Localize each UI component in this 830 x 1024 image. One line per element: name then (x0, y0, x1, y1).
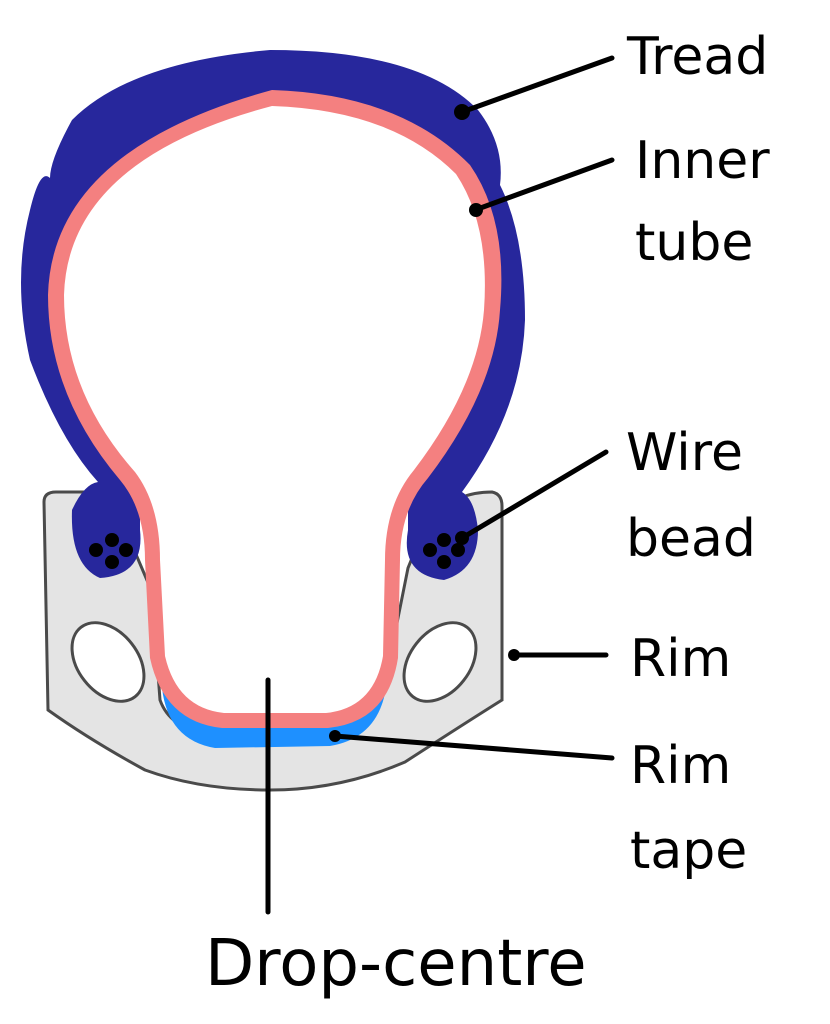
leader-lines (265, 55, 615, 915)
leader-dot-rim-tape (329, 730, 341, 742)
label-rim-tape-line1: Rim (630, 736, 731, 796)
rim-hole-right (402, 621, 478, 703)
leader-dot-tread (454, 104, 470, 120)
label-inner-tube-line2: tube (635, 213, 753, 273)
leader-dot-rim (508, 649, 520, 661)
label-drop-centre: Drop-centre (205, 927, 587, 1001)
wire-bead-left (89, 533, 133, 569)
label-rim: Rim (630, 629, 731, 689)
leader-dot-wire-bead (455, 531, 469, 545)
label-rim-tape-line2: tape (630, 821, 747, 881)
label-inner-tube-line1: Inner (635, 131, 770, 191)
label-wire-bead-line2: bead (626, 509, 756, 569)
leader-line-tread (459, 55, 615, 115)
leader-line-wire-bead (459, 449, 609, 541)
inner-tube-air (64, 106, 485, 713)
wire-bead-right (423, 533, 465, 569)
label-tread: Tread (626, 27, 768, 87)
leader-line-rim-tape (332, 733, 615, 761)
rim-hole-left (70, 621, 146, 703)
leader-dot-inner-tube (469, 203, 483, 217)
leader-line-inner-tube (472, 157, 615, 213)
label-wire-bead-line1: Wire (626, 423, 743, 483)
